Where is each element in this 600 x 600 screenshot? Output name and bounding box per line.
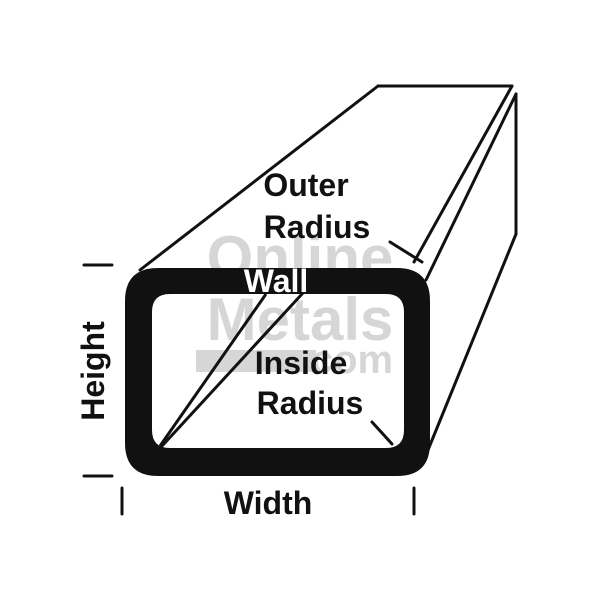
wall-label: Wall (244, 263, 309, 299)
labels: Outer Radius Wall Inside Radius Height W… (75, 167, 370, 521)
dimension-marks (82, 240, 424, 516)
outer-radius-label-line-2: Radius (264, 209, 371, 245)
inner-bore-edge (160, 292, 304, 448)
top-left-edge (138, 84, 380, 272)
outer-radius-leader (388, 240, 424, 264)
top-right-edge-inner (424, 92, 518, 282)
tube-cross-section (125, 268, 430, 476)
watermark-bar (196, 350, 316, 372)
inside-radius-label-line-1: Inside (255, 345, 347, 381)
inside-radius-label-line-2: Radius (257, 385, 364, 421)
top-right-edge-outer (412, 84, 514, 264)
inside-radius-leader (370, 420, 394, 446)
bottom-right-edge (426, 232, 518, 452)
inner-bore-diagonal (158, 293, 268, 447)
outer-radius-label-line-1: Outer (263, 167, 348, 203)
wall-ring (125, 268, 430, 476)
height-label: Height (75, 321, 111, 421)
tube-outline (138, 84, 518, 452)
width-label: Width (224, 485, 313, 521)
watermark-line-3: com (311, 338, 393, 382)
